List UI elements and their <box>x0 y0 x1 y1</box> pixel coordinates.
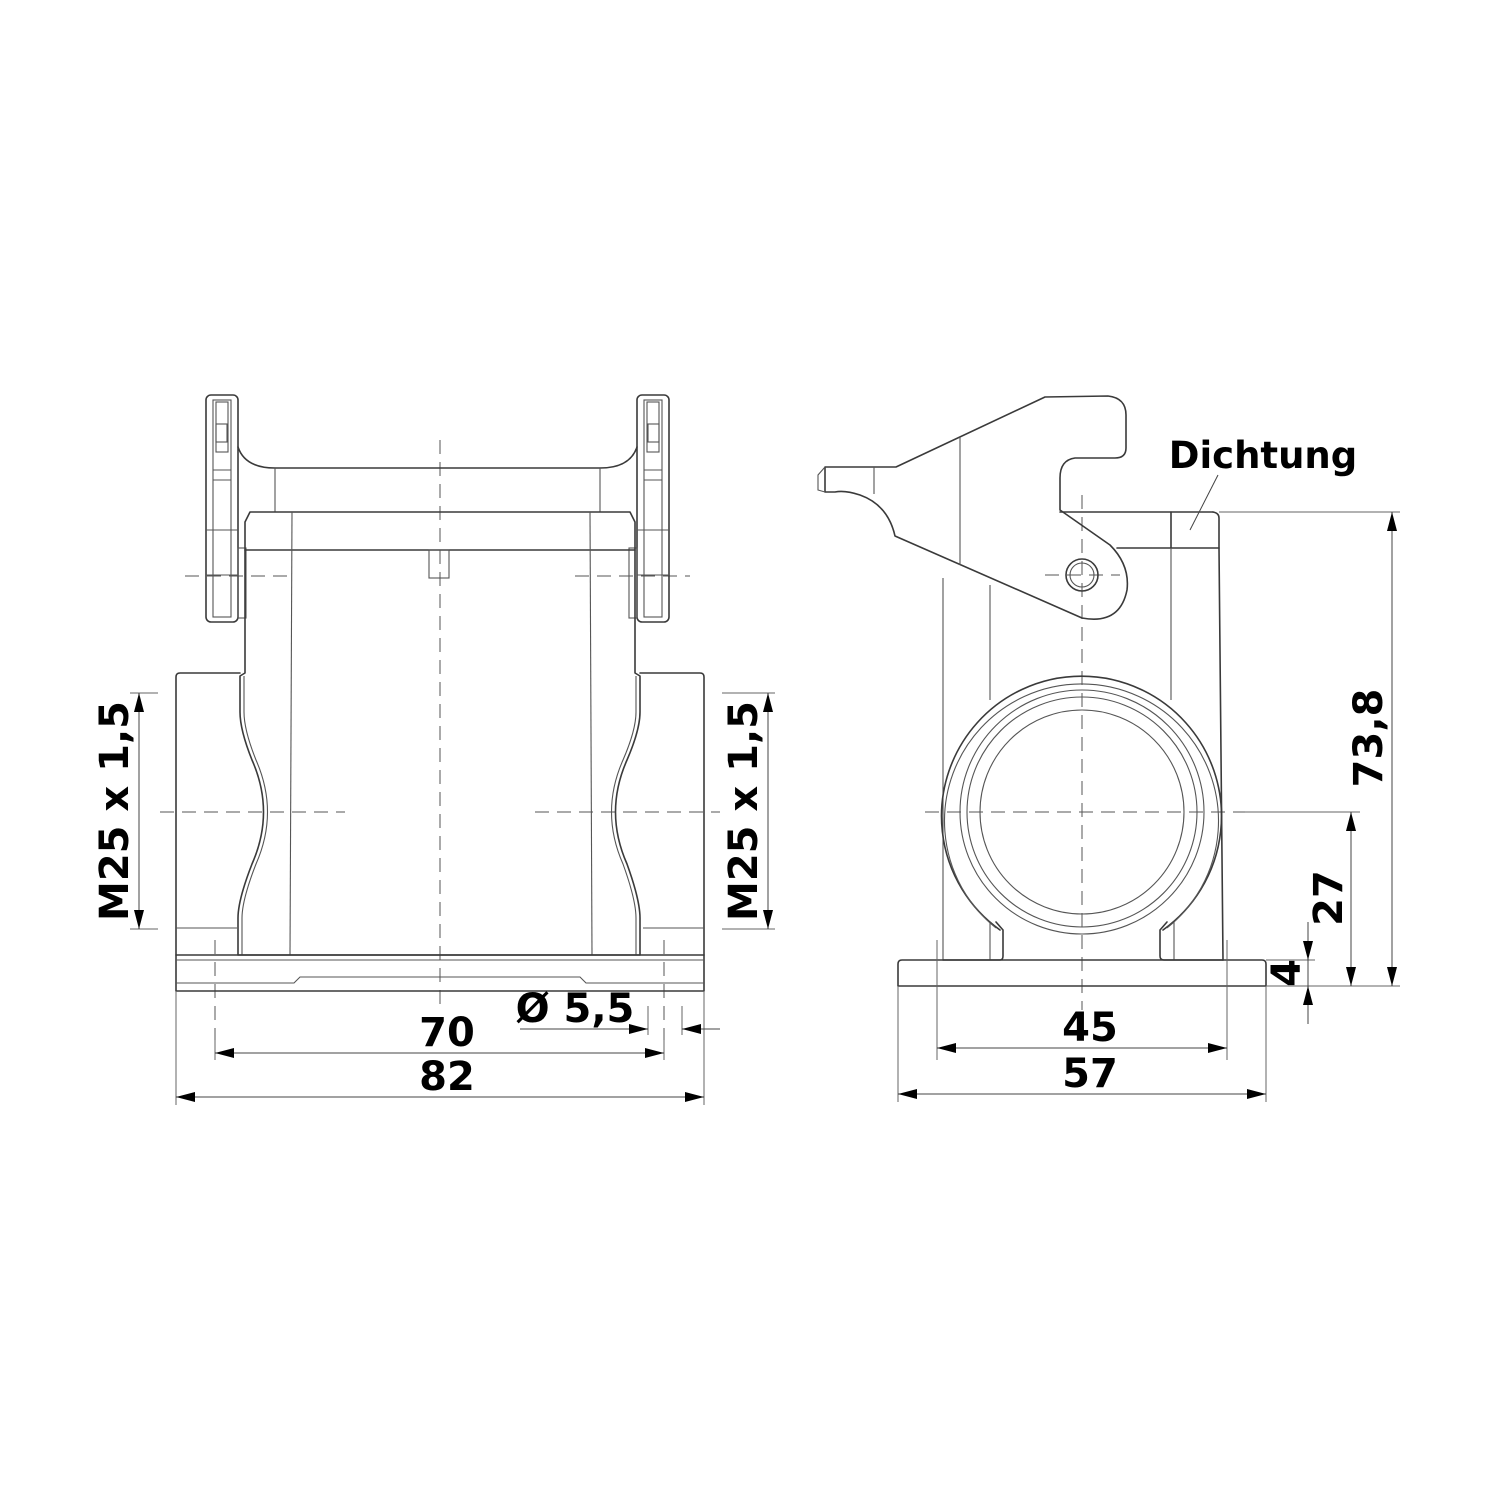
seal-label: Dichtung <box>1169 434 1358 477</box>
left-cable-entry <box>175 672 241 956</box>
front-coding-pin <box>428 549 450 579</box>
right-thread-label: M25 x 1,5 <box>721 701 767 921</box>
seal-profile <box>1116 511 1220 549</box>
front-mounting-distance-label: 70 <box>419 1010 475 1056</box>
right-cable-entry <box>639 672 705 956</box>
side-mounting-distance-label: 45 <box>1062 1005 1118 1051</box>
front-overall-width-label: 82 <box>419 1054 475 1100</box>
side-locking-lever <box>824 395 1129 620</box>
side-view-dimensions: Dichtung 73,8 27 4 45 57 <box>897 434 1400 1102</box>
front-view <box>160 394 720 1060</box>
lever-pivot <box>1065 558 1099 592</box>
front-top-bracket <box>237 446 638 469</box>
right-locking-lever <box>628 394 670 623</box>
side-base-flange <box>897 959 1267 987</box>
hole-diameter-label: Ø 5,5 <box>516 986 635 1032</box>
side-right-foot <box>1159 921 1224 961</box>
side-overall-depth-label: 57 <box>1062 1051 1118 1097</box>
front-view-dimensions: M25 x 1,5 M25 x 1,5 70 82 Ø 5,5 <box>92 692 775 1105</box>
front-housing-body <box>237 549 641 956</box>
side-left-foot <box>942 921 1004 961</box>
left-thread-label: M25 x 1,5 <box>92 701 138 921</box>
base-thickness-label: 4 <box>1264 959 1310 987</box>
seal-leader-line <box>1189 474 1219 531</box>
overall-height-label: 73,8 <box>1346 689 1392 788</box>
left-locking-lever <box>205 394 247 623</box>
entry-height-label: 27 <box>1306 870 1352 926</box>
side-view <box>817 395 1267 1010</box>
side-cable-entry <box>940 675 1223 935</box>
